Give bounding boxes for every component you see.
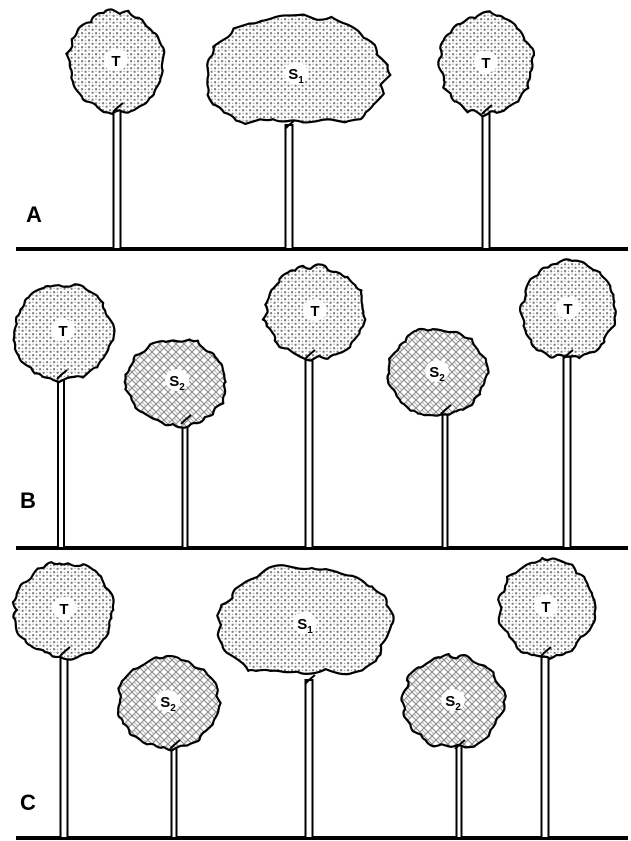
tree-branch (59, 646, 71, 657)
tree-label-backdrop (534, 595, 558, 617)
tree-label-base: T (481, 55, 490, 72)
tree-s2: S2 (400, 653, 507, 839)
tree-label-backdrop (474, 51, 498, 73)
tree-branch (56, 369, 68, 380)
tree-trunk (284, 124, 294, 250)
tree-branch (284, 119, 296, 130)
tree-label-backdrop (293, 612, 317, 634)
tree-t: T (261, 263, 367, 549)
tree-label-base: S (445, 693, 455, 710)
tree-branch (454, 739, 466, 750)
tree-t: T (12, 283, 116, 549)
tree-label: T (481, 55, 490, 72)
tree-label-base: T (563, 301, 572, 318)
tree-branch (180, 414, 192, 425)
tree-label: S2 (429, 364, 445, 384)
panel-letter: A (26, 202, 42, 227)
tree-t: T (11, 561, 115, 839)
tree-label-subscript: 2 (170, 703, 176, 714)
tree-label: T (310, 303, 319, 320)
tree-label-base: T (59, 601, 68, 618)
tree-branch (481, 104, 493, 115)
tree-label-backdrop (284, 62, 308, 84)
tree-label-base: S (297, 616, 307, 633)
tree-label-subscript: 1 (298, 75, 304, 86)
tree-label: S2 (160, 694, 176, 714)
tree-label-base: T (541, 599, 550, 616)
tree-label-backdrop (441, 689, 465, 711)
tree-trunk (304, 679, 314, 839)
tree-label-subscript: 2 (455, 702, 461, 713)
tree-label: T (111, 53, 120, 70)
tree-label-backdrop (303, 299, 327, 321)
tree-t: T (437, 10, 536, 250)
tree-label-base: T (310, 303, 319, 320)
tree-t: T (65, 8, 166, 250)
tree-label-backdrop (165, 369, 189, 391)
tree-branch (304, 349, 316, 360)
panel-a: A T S1 T (16, 8, 628, 251)
ground-line (16, 247, 628, 251)
ground-line (16, 836, 628, 840)
tree-branch (112, 102, 124, 113)
tree-branch (304, 674, 316, 685)
tree-label-base: S (160, 694, 170, 711)
tree-t: T (497, 556, 597, 839)
tree-label-subscript: 2 (439, 373, 445, 384)
tree-trunk (441, 409, 449, 549)
tree-trunk (170, 744, 178, 839)
tree-trunk (57, 374, 65, 549)
tree-trunk (59, 651, 69, 839)
panel-letter: B (20, 488, 36, 513)
tree-branch (169, 739, 181, 750)
ground-line (16, 546, 628, 550)
tree-label: S1 (288, 66, 304, 86)
tree-trunk (562, 354, 572, 549)
tree-trunk (481, 109, 491, 250)
tree-label-base: S (429, 364, 439, 381)
tree-branch (540, 646, 552, 657)
tree-trunk (112, 107, 122, 250)
tree-trunk (455, 744, 463, 839)
tree-label-base: S (288, 66, 298, 83)
tree-label: T (563, 301, 572, 318)
tree-label-base: T (58, 323, 67, 340)
tree-label-base: S (169, 373, 179, 390)
tree-trunk (304, 354, 314, 549)
tree-label-subscript: 2 (179, 382, 185, 393)
tree-label-base: T (111, 53, 120, 70)
tree-s2: S2 (123, 338, 227, 549)
tree-trunk (181, 419, 189, 549)
tree-branch (440, 404, 452, 415)
tree-label: T (58, 323, 67, 340)
tree-label-backdrop (51, 319, 75, 341)
tree-trunk (540, 651, 550, 839)
tree-label: S2 (169, 373, 185, 393)
tree-label: S1 (297, 616, 313, 636)
tree-label: T (541, 599, 550, 616)
tree-s2: S2 (116, 654, 222, 839)
tree-t: T (518, 258, 617, 549)
tree-label-backdrop (156, 690, 180, 712)
tree-s1: S1 (216, 564, 395, 839)
tree-label-backdrop (104, 49, 128, 71)
tree-label: T (59, 601, 68, 618)
tree-label-backdrop (425, 360, 449, 382)
tree-label-backdrop (556, 297, 580, 319)
tree-s2: S2 (386, 327, 490, 549)
panel-letter: C (20, 790, 36, 815)
tree-label: S2 (445, 693, 461, 713)
tree-branch (562, 349, 574, 360)
tree-s1: S1 (206, 13, 392, 250)
tree-label-subscript: 1 (307, 625, 313, 636)
tree-label-backdrop (52, 597, 76, 619)
